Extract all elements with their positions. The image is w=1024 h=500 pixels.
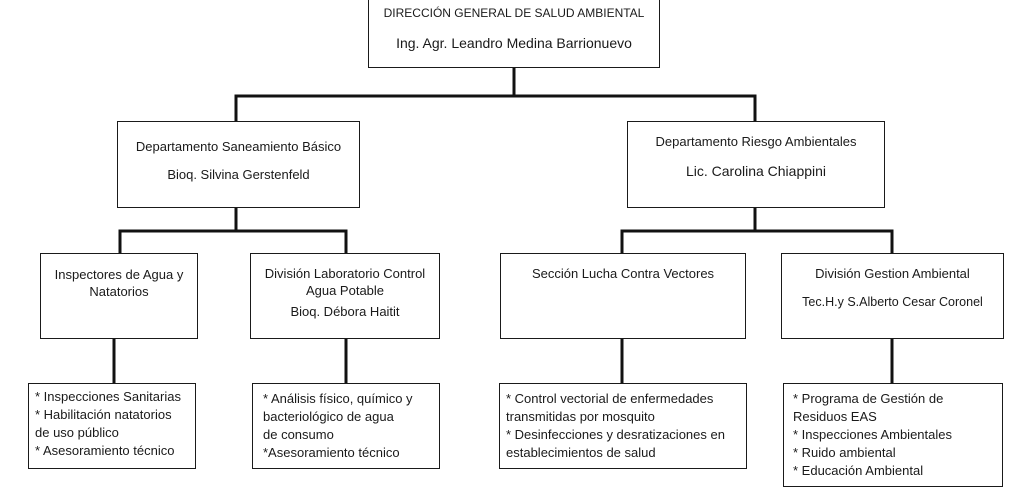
unit-box-laboratorio: División Laboratorio Control Agua Potabl…	[250, 253, 440, 339]
department-box-riesgo: Departamento Riesgo Ambientales Lic. Car…	[627, 121, 885, 208]
unit-head: Bioq. Débora Haitit	[290, 304, 400, 319]
top-box-direccion-general: DIRECCIÓN GENERAL DE SALUD AMBIENTAL Ing…	[368, 0, 660, 68]
department-head: Lic. Carolina Chiappini	[685, 163, 827, 179]
unit-title-line: Sección Lucha Contra Vectores	[531, 266, 715, 281]
top-box-head: Ing. Agr. Leandro Medina Barrionuevo	[396, 35, 632, 51]
unit-box-vectores: Sección Lucha Contra Vectores	[500, 253, 746, 339]
unit-head: Tec.H.y S.Alberto Cesar Coronel	[802, 295, 983, 309]
task-list-gestion-ambiental: * Programa de Gestión de Residuos EAS * …	[783, 383, 1003, 487]
unit-box-gestion-ambiental: División Gestion Ambiental Tec.H.y S.Alb…	[781, 253, 1004, 339]
task-item: * Inspecciones Sanitarias	[35, 389, 181, 404]
department-head: Bioq. Silvina Gerstenfeld	[167, 167, 310, 182]
task-item: establecimientos de salud	[506, 445, 656, 460]
task-item: * Control vectorial de enfermedades	[506, 391, 714, 406]
unit-box-inspectores: Inspectores de Agua y Natatorios	[40, 253, 198, 339]
task-item: transmitidas por mosquito	[506, 409, 655, 424]
task-item: * Desinfecciones y desratizaciones en	[506, 427, 725, 442]
top-box-title: DIRECCIÓN GENERAL DE SALUD AMBIENTAL	[383, 6, 645, 20]
department-box-saneamiento: Departamento Saneamiento Básico Bioq. Si…	[117, 121, 360, 208]
unit-title-line: División Laboratorio Control	[264, 266, 426, 281]
task-item: Residuos EAS	[793, 409, 877, 424]
task-item: * Habilitación natatorios	[35, 407, 172, 422]
unit-title-line: Inspectores de Agua y	[54, 267, 184, 282]
task-item: * Ruido ambiental	[793, 445, 896, 460]
task-list-inspectores: * Inspecciones Sanitarias * Habilitación…	[28, 383, 196, 469]
task-item: *Asesoramiento técnico	[263, 445, 400, 460]
task-item: * Educación Ambiental	[793, 463, 924, 478]
task-item: * Inspecciones Ambientales	[793, 427, 952, 442]
task-item: * Programa de Gestión de	[793, 391, 944, 406]
task-list-vectores: * Control vectorial de enfermedades tran…	[499, 383, 747, 469]
unit-title-line: Natatorios	[89, 284, 149, 299]
task-item: * Asesoramiento técnico	[35, 443, 175, 458]
task-item: de consumo	[263, 427, 334, 442]
task-item: * Análisis físico, químico y	[263, 391, 413, 406]
task-list-laboratorio: * Análisis físico, químico y bacteriológ…	[252, 383, 440, 469]
task-item: de uso público	[35, 425, 119, 440]
department-title: Departamento Riesgo Ambientales	[655, 134, 857, 149]
unit-title-line: Agua Potable	[305, 283, 385, 298]
task-item: bacteriológico de agua	[263, 409, 394, 424]
unit-title-line: División Gestion Ambiental	[815, 266, 970, 281]
department-title: Departamento Saneamiento Básico	[135, 139, 342, 154]
